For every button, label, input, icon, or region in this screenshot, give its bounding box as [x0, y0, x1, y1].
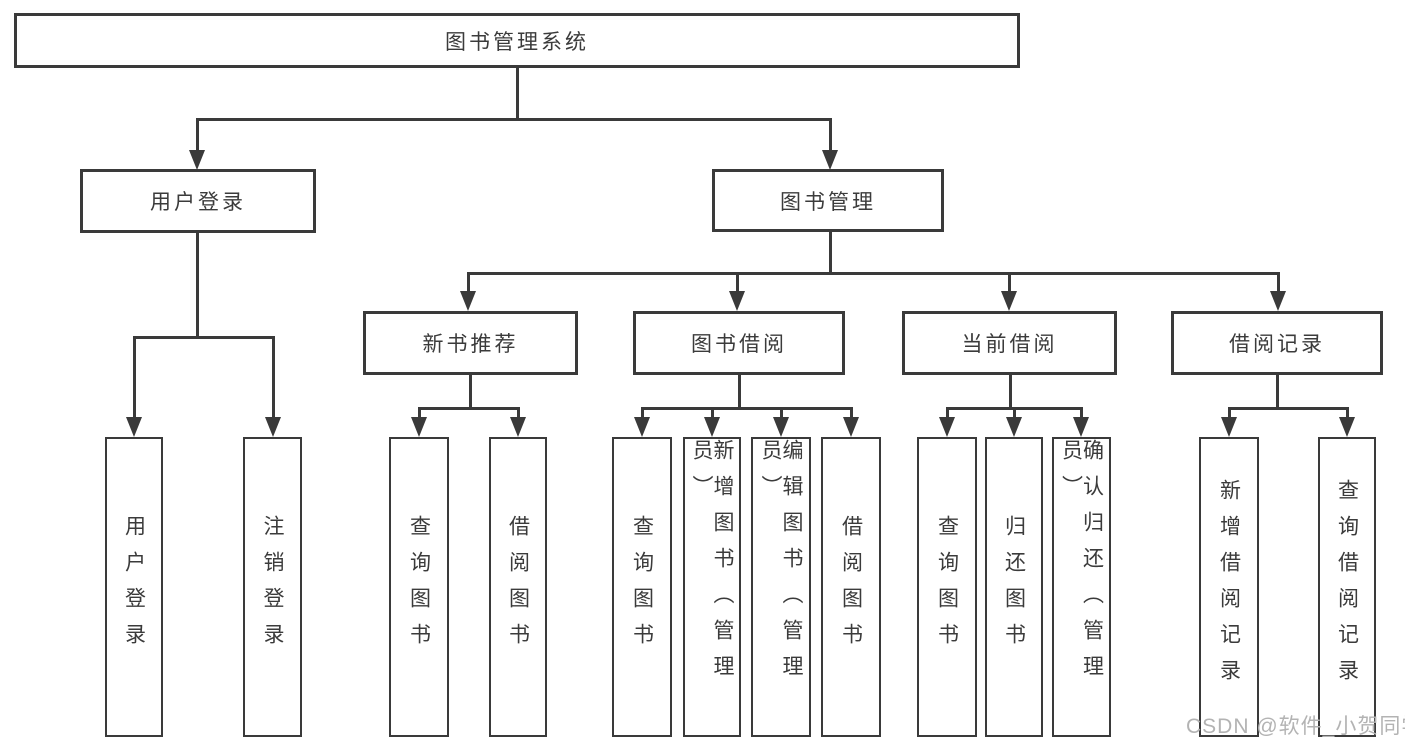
- leaf-query-books-current: 查询图书: [917, 437, 977, 737]
- arrow-head-icon: [189, 150, 205, 170]
- edge-line: [133, 336, 275, 339]
- leaf-borrow-books-recommend: 借阅图书: [489, 437, 547, 737]
- leaf-confirm-return-admin: 确认归还（管理员）: [1052, 437, 1111, 737]
- leaf-user-login-label: 用户登录: [122, 515, 146, 659]
- edge-line: [736, 272, 739, 294]
- edge-line: [133, 336, 136, 420]
- leaf-edit-book-admin: 编辑图书（管理员）: [751, 437, 811, 737]
- node-current-borrowing: 当前借阅: [902, 311, 1117, 375]
- edge-line: [641, 407, 644, 421]
- leaf-query-books-borrowing-label: 查询图书: [630, 515, 654, 659]
- edge-line: [272, 336, 275, 420]
- leaf-query-books-recommend-label: 查询图书: [407, 515, 431, 659]
- node-borrowing-records: 借阅记录: [1171, 311, 1383, 375]
- edge-line: [829, 118, 832, 154]
- arrow-head-icon: [126, 417, 142, 437]
- edge-line: [1277, 272, 1280, 294]
- leaf-add-book-admin: 新增图书（管理员）: [683, 437, 741, 737]
- edge-line: [1008, 272, 1011, 294]
- node-borrowing-records-label: 借阅记录: [1229, 333, 1325, 356]
- node-user-login-label: 用户登录: [150, 191, 246, 214]
- arrow-head-icon: [1073, 417, 1089, 437]
- node-user-login: 用户登录: [80, 169, 316, 233]
- edge-line: [196, 118, 832, 121]
- leaf-return-books-label: 归还图书: [1002, 515, 1026, 659]
- arrow-head-icon: [411, 417, 427, 437]
- edge-line: [1013, 407, 1016, 421]
- edge-line: [418, 407, 520, 410]
- arrow-head-icon: [510, 417, 526, 437]
- edge-line: [469, 372, 472, 410]
- edge-line: [467, 272, 1280, 275]
- edge-line: [517, 407, 520, 421]
- edge-line: [1346, 407, 1349, 421]
- arrow-head-icon: [843, 417, 859, 437]
- arrow-head-icon: [1006, 417, 1022, 437]
- arrow-head-icon: [1221, 417, 1237, 437]
- edge-line: [711, 407, 714, 421]
- leaf-borrow-books-recommend-label: 借阅图书: [506, 515, 530, 659]
- arrow-head-icon: [1001, 291, 1017, 311]
- arrow-head-icon: [729, 291, 745, 311]
- arrow-head-icon: [704, 417, 720, 437]
- arrow-head-icon: [460, 291, 476, 311]
- leaf-query-borrow-record-label: 查询借阅记录: [1335, 479, 1359, 695]
- node-root: 图书管理系统: [14, 13, 1020, 68]
- node-book-management-label: 图书管理: [780, 190, 876, 214]
- edge-line: [418, 407, 421, 421]
- edge-line: [1276, 372, 1279, 410]
- edge-line: [641, 407, 852, 410]
- node-new-book-recommendation-label: 新书推荐: [422, 333, 519, 356]
- node-book-management: 图书管理: [712, 169, 944, 232]
- leaf-add-borrow-record-label: 新增借阅记录: [1217, 479, 1241, 695]
- node-book-borrowing-label: 图书借阅: [691, 333, 787, 356]
- edge-line: [1080, 407, 1083, 421]
- leaf-edit-book-admin-label: 编辑图书（管理员）: [759, 439, 803, 691]
- edge-line: [1228, 407, 1231, 421]
- leaf-query-borrow-record: 查询借阅记录: [1318, 437, 1376, 737]
- leaf-query-books-current-label: 查询图书: [935, 515, 959, 659]
- leaf-add-borrow-record: 新增借阅记录: [1199, 437, 1259, 737]
- leaf-logout: 注销登录: [243, 437, 302, 737]
- edge-line: [738, 372, 741, 410]
- arrow-head-icon: [1339, 417, 1355, 437]
- edge-line: [467, 272, 470, 294]
- edge-line: [1228, 407, 1348, 410]
- leaf-borrow-books-borrowing: 借阅图书: [821, 437, 881, 737]
- arrow-head-icon: [1270, 291, 1286, 311]
- node-book-borrowing: 图书借阅: [633, 311, 845, 375]
- csdn-watermark: CSDN @软件_小贺同学: [1186, 715, 1405, 738]
- edge-line: [196, 232, 199, 338]
- leaf-borrow-books-borrowing-label: 借阅图书: [839, 515, 863, 659]
- leaf-query-books-borrowing: 查询图书: [612, 437, 672, 737]
- edge-line: [516, 68, 519, 120]
- leaf-logout-label: 注销登录: [261, 515, 284, 659]
- arrow-head-icon: [265, 417, 281, 437]
- edge-line: [850, 407, 853, 421]
- edge-line: [780, 407, 783, 421]
- arrow-head-icon: [939, 417, 955, 437]
- leaf-add-book-admin-label: 新增图书（管理员）: [690, 439, 734, 691]
- arrow-head-icon: [773, 417, 789, 437]
- leaf-user-login: 用户登录: [105, 437, 163, 737]
- edge-line: [196, 118, 199, 154]
- node-root-label: 图书管理系统: [445, 30, 589, 54]
- leaf-return-books: 归还图书: [985, 437, 1043, 737]
- arrow-head-icon: [822, 150, 838, 170]
- node-current-borrowing-label: 当前借阅: [961, 333, 1058, 356]
- leaf-confirm-return-admin-label: 确认归还（管理员）: [1059, 439, 1104, 691]
- edge-line: [1009, 372, 1012, 410]
- node-new-book-recommendation: 新书推荐: [363, 311, 578, 375]
- edge-line: [829, 232, 832, 275]
- arrow-head-icon: [634, 417, 650, 437]
- leaf-query-books-recommend: 查询图书: [389, 437, 449, 737]
- edge-line: [946, 407, 949, 421]
